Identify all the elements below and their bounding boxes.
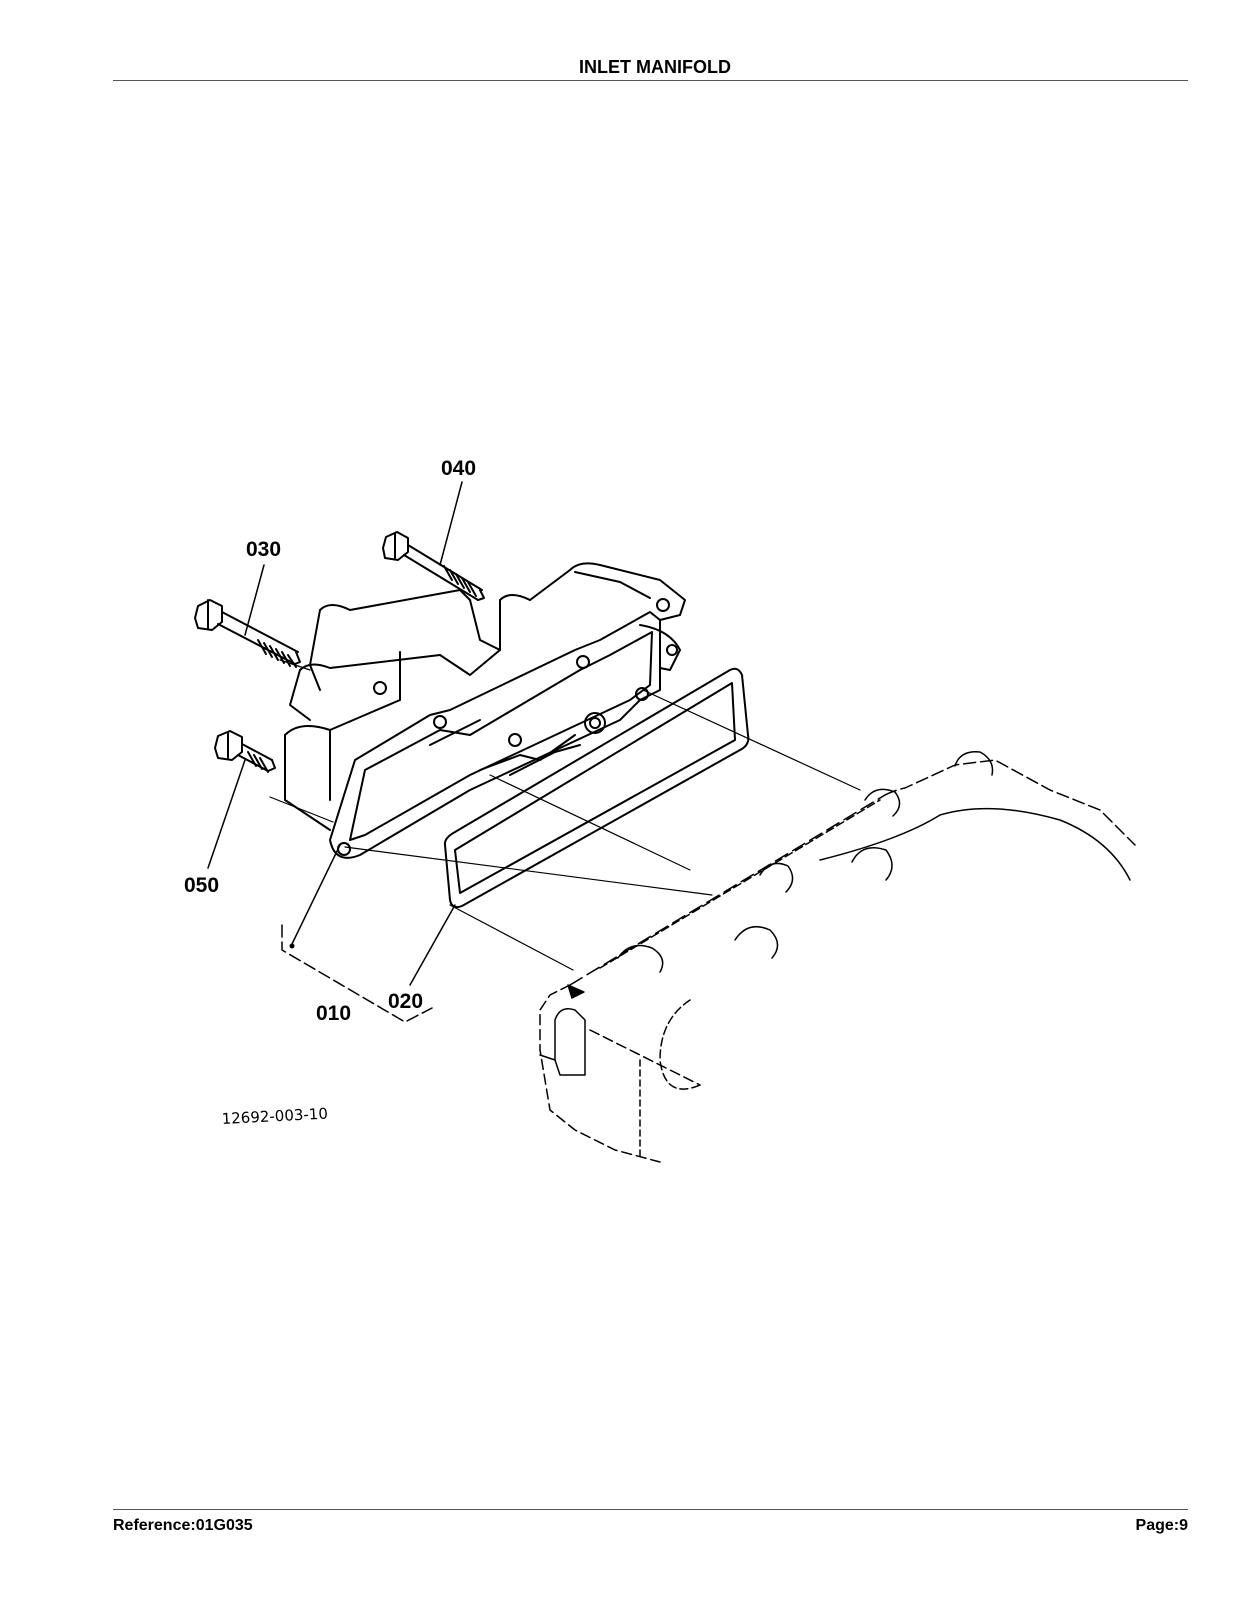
figure-number: 12692-003-10	[221, 1104, 328, 1128]
callout-010: 010	[316, 1002, 351, 1025]
callout-050: 050	[184, 874, 219, 897]
bolt-040	[382, 531, 485, 601]
callout-030: 030	[246, 538, 281, 561]
cylinder-head	[539, 751, 1136, 1163]
reference-code: Reference:01G035	[113, 1517, 253, 1534]
page-number: Page:9	[1135, 1517, 1188, 1534]
page-title: INLET MANIFOLD	[579, 57, 731, 77]
header-rule	[113, 80, 1188, 81]
alignment-lines	[269, 659, 861, 971]
bolt-050	[214, 730, 276, 773]
leader-lines	[207, 481, 463, 1023]
footer-rule	[113, 1509, 1188, 1510]
gasket	[443, 667, 750, 909]
callout-020: 020	[388, 990, 423, 1013]
bolt-030	[194, 599, 301, 668]
inlet-manifold	[284, 562, 686, 859]
callout-040: 040	[441, 457, 476, 480]
